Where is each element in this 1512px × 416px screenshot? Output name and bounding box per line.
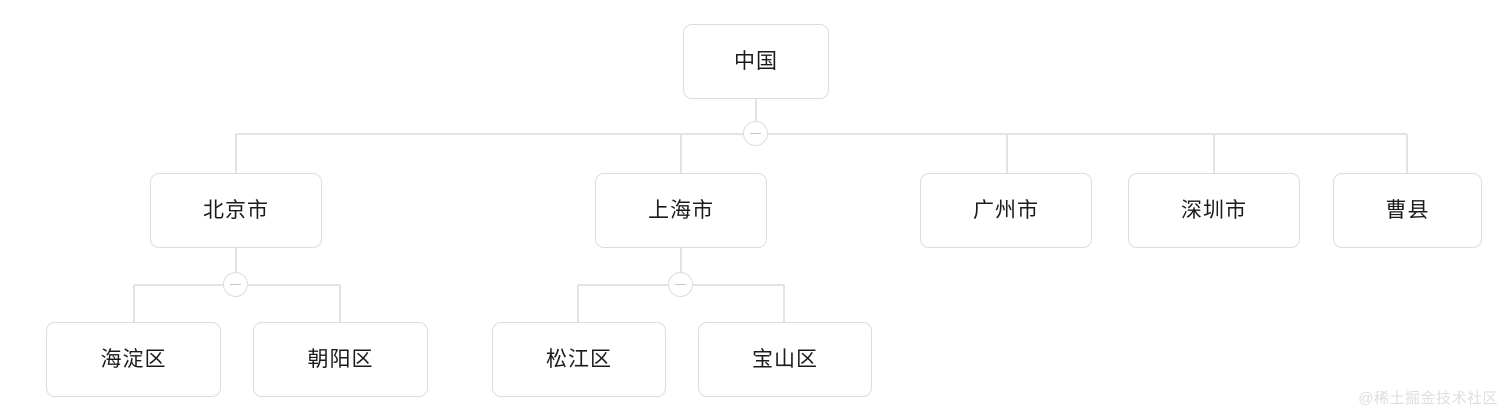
tree-node-caoxian[interactable]: 曹县 [1333, 173, 1482, 248]
tree-node-haidian[interactable]: 海淀区 [46, 322, 221, 397]
tree-node-beijing[interactable]: 北京市 [150, 173, 322, 248]
tree-node-label: 广州市 [973, 199, 1039, 222]
tree-node-label: 曹县 [1385, 199, 1430, 222]
minus-icon [230, 284, 241, 285]
tree-node-label: 上海市 [648, 199, 714, 222]
tree-node-label: 宝山区 [752, 348, 818, 371]
tree-node-songjiang[interactable]: 松江区 [492, 322, 666, 397]
tree-node-baoshan[interactable]: 宝山区 [698, 322, 872, 397]
tree-node-label: 中国 [734, 50, 778, 73]
tree-node-shanghai[interactable]: 上海市 [595, 173, 767, 248]
minus-icon [675, 284, 686, 285]
tree-node-label: 北京市 [203, 199, 269, 222]
tree-node-label: 海淀区 [100, 348, 167, 371]
minus-icon [750, 133, 761, 134]
tree-node-label: 松江区 [546, 348, 612, 371]
tree-node-shenzhen[interactable]: 深圳市 [1128, 173, 1300, 248]
tree-node-label: 深圳市 [1181, 199, 1247, 222]
collapse-toggle-root[interactable] [743, 121, 768, 146]
collapse-toggle-shanghai[interactable] [668, 272, 693, 297]
watermark-text: @稀土掘金技术社区 [1358, 390, 1498, 407]
tree-node-guangzhou[interactable]: 广州市 [920, 173, 1092, 248]
collapse-toggle-beijing[interactable] [223, 272, 248, 297]
tree-node-chaoyang[interactable]: 朝阳区 [253, 322, 428, 397]
tree-node-root[interactable]: 中国 [683, 24, 829, 99]
tree-node-label: 朝阳区 [307, 348, 374, 371]
